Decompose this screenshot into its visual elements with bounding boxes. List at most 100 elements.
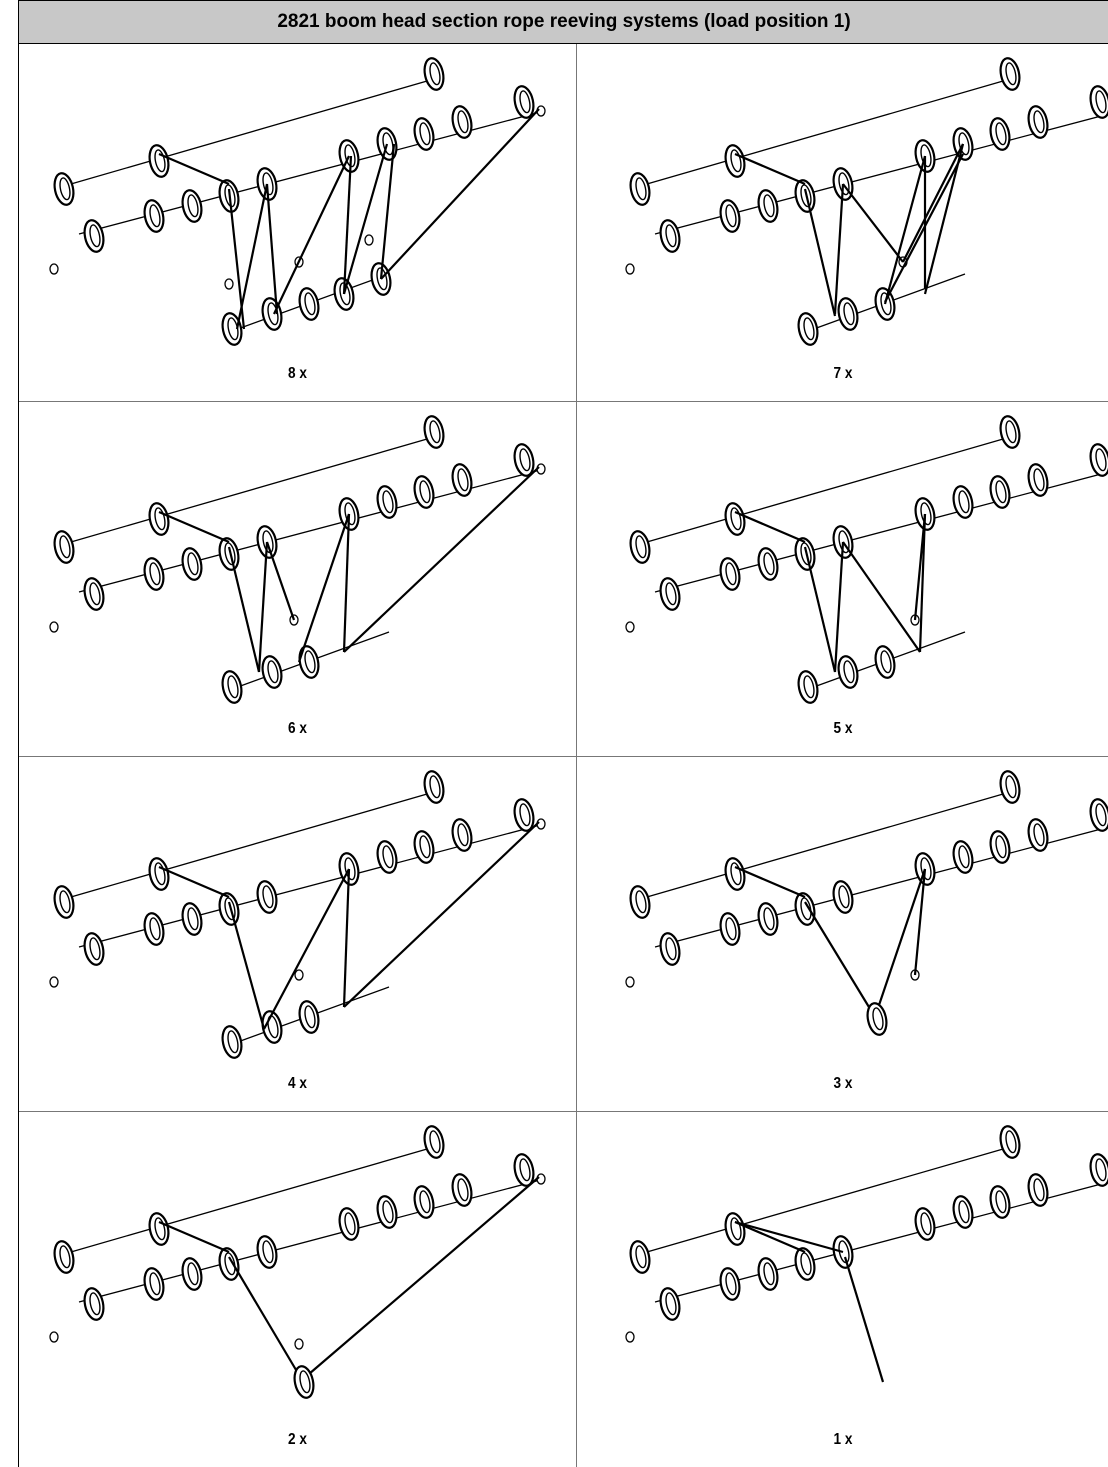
middle-sheave-3 — [794, 179, 816, 213]
middle-sheave-1 — [143, 199, 165, 233]
middle-sheave-0 — [659, 219, 681, 253]
middle-sheave-0 — [83, 219, 105, 253]
rope-lead — [158, 865, 230, 899]
middle-sheave-0 — [659, 1287, 681, 1321]
upper-sheave-right — [999, 57, 1021, 91]
middle-sheave-6-groove — [382, 132, 394, 156]
lower-sheave-0 — [293, 1365, 315, 1399]
upper-sheave-left-groove — [59, 535, 71, 559]
middle-sheave-2 — [757, 902, 779, 936]
middle-sheave-3-groove — [224, 184, 236, 208]
middle-sheave-9 — [1089, 1153, 1108, 1187]
upper-sheave-left — [629, 1240, 651, 1274]
lower-sheave-2 — [298, 287, 320, 321]
lower-sheave-2 — [298, 1000, 320, 1034]
rope — [913, 868, 927, 976]
middle-sheave-5-groove — [920, 502, 932, 526]
middle-sheave-1 — [719, 1267, 741, 1301]
middle-sheave-7-groove — [995, 835, 1007, 859]
lower-sheave-0 — [797, 312, 819, 346]
middle-sheave-2 — [757, 1257, 779, 1291]
upper-sheave-mid-groove — [730, 1217, 742, 1241]
middle-sheave-1-groove — [725, 917, 737, 941]
rope — [227, 546, 261, 673]
upper-sheave-right-groove — [429, 62, 441, 86]
rope — [923, 143, 965, 295]
rope-lead — [158, 510, 230, 544]
middle-sheave-9 — [513, 798, 535, 832]
middle-sheave-0-groove — [665, 224, 677, 248]
middle-sheave-4-groove — [262, 172, 274, 196]
upper-shaft — [63, 436, 435, 545]
upper-sheave-right-groove — [429, 775, 441, 799]
upper-sheave-mid — [148, 502, 170, 536]
middle-sheave-8 — [451, 105, 473, 139]
upper-shaft — [63, 791, 435, 900]
upper-sheave-mid-groove — [154, 149, 166, 173]
middle-sheave-4-groove — [838, 885, 850, 909]
middle-sheave-6-groove — [382, 1200, 394, 1224]
middle-sheave-3 — [218, 1247, 240, 1281]
upper-sheave-left-groove — [635, 535, 647, 559]
block-pin — [224, 278, 234, 290]
upper-sheave-right — [423, 57, 445, 91]
reeving-diagram-2x — [49, 1125, 546, 1399]
middle-sheave-6-groove — [958, 845, 970, 869]
reeving-diagram-7x — [625, 57, 1108, 346]
lower-sheave-2 — [298, 645, 320, 679]
middle-sheave-7 — [413, 117, 435, 151]
diagram-group — [49, 1125, 546, 1399]
middle-sheave-3 — [794, 1247, 816, 1281]
rope — [379, 143, 396, 280]
upper-sheave-mid-groove — [730, 862, 742, 886]
middle-sheave-6-groove — [382, 845, 394, 869]
rope — [803, 546, 837, 673]
middle-sheave-2 — [181, 1257, 203, 1291]
diagram-group — [625, 415, 1108, 704]
rope — [342, 143, 389, 295]
reeving-label: 8 x — [288, 365, 307, 382]
reeving-grid: 8 x 7 x 6 x 5 x 4 x 3 x 2 x 1 x — [19, 44, 1108, 1467]
middle-pin-left — [49, 621, 59, 633]
upper-sheave-left — [629, 885, 651, 919]
middle-sheave-8 — [451, 1173, 473, 1207]
diagram-group — [625, 57, 1108, 346]
middle-sheave-2-groove — [763, 552, 775, 576]
middle-sheave-8 — [1027, 818, 1049, 852]
middle-sheave-9-groove — [1095, 448, 1107, 472]
rope — [228, 1256, 303, 1381]
upper-sheave-mid — [724, 502, 746, 536]
upper-sheave-mid — [148, 1212, 170, 1246]
diagram-group — [49, 415, 546, 704]
middle-sheave-8 — [1027, 105, 1049, 139]
upper-sheave-right-groove — [1005, 1130, 1017, 1154]
lower-sheave-2-groove — [304, 650, 316, 674]
diagram-group — [625, 770, 1108, 1036]
middle-sheave-8 — [1027, 463, 1049, 497]
middle-sheave-8-groove — [457, 468, 469, 492]
middle-sheave-3-groove — [800, 897, 812, 921]
middle-sheave-4-groove — [262, 1240, 274, 1264]
rope — [342, 513, 351, 653]
upper-sheave-right-groove — [1005, 420, 1017, 444]
middle-sheave-8-groove — [1033, 823, 1045, 847]
rope-lead — [734, 152, 806, 186]
middle-sheave-0 — [83, 577, 105, 611]
upper-sheave-left — [53, 172, 75, 206]
rope — [342, 155, 353, 295]
middle-sheave-6 — [376, 1195, 398, 1229]
middle-sheave-8-groove — [1033, 1178, 1045, 1202]
diagram-group — [49, 770, 546, 1059]
lower-sheave-1-groove — [267, 660, 279, 684]
upper-sheave-mid-groove — [154, 862, 166, 886]
middle-sheave-7-groove — [419, 480, 431, 504]
upper-shaft — [63, 78, 435, 187]
middle-sheave-7-groove — [995, 1190, 1007, 1214]
middle-sheave-2-groove — [187, 907, 199, 931]
middle-sheave-6-groove — [382, 490, 394, 514]
middle-sheave-8-groove — [1033, 110, 1045, 134]
middle-sheave-3 — [794, 537, 816, 571]
upper-sheave-left-groove — [635, 1245, 647, 1269]
rope — [301, 1176, 540, 1381]
reeving-diagram-1x — [625, 1125, 1108, 1383]
